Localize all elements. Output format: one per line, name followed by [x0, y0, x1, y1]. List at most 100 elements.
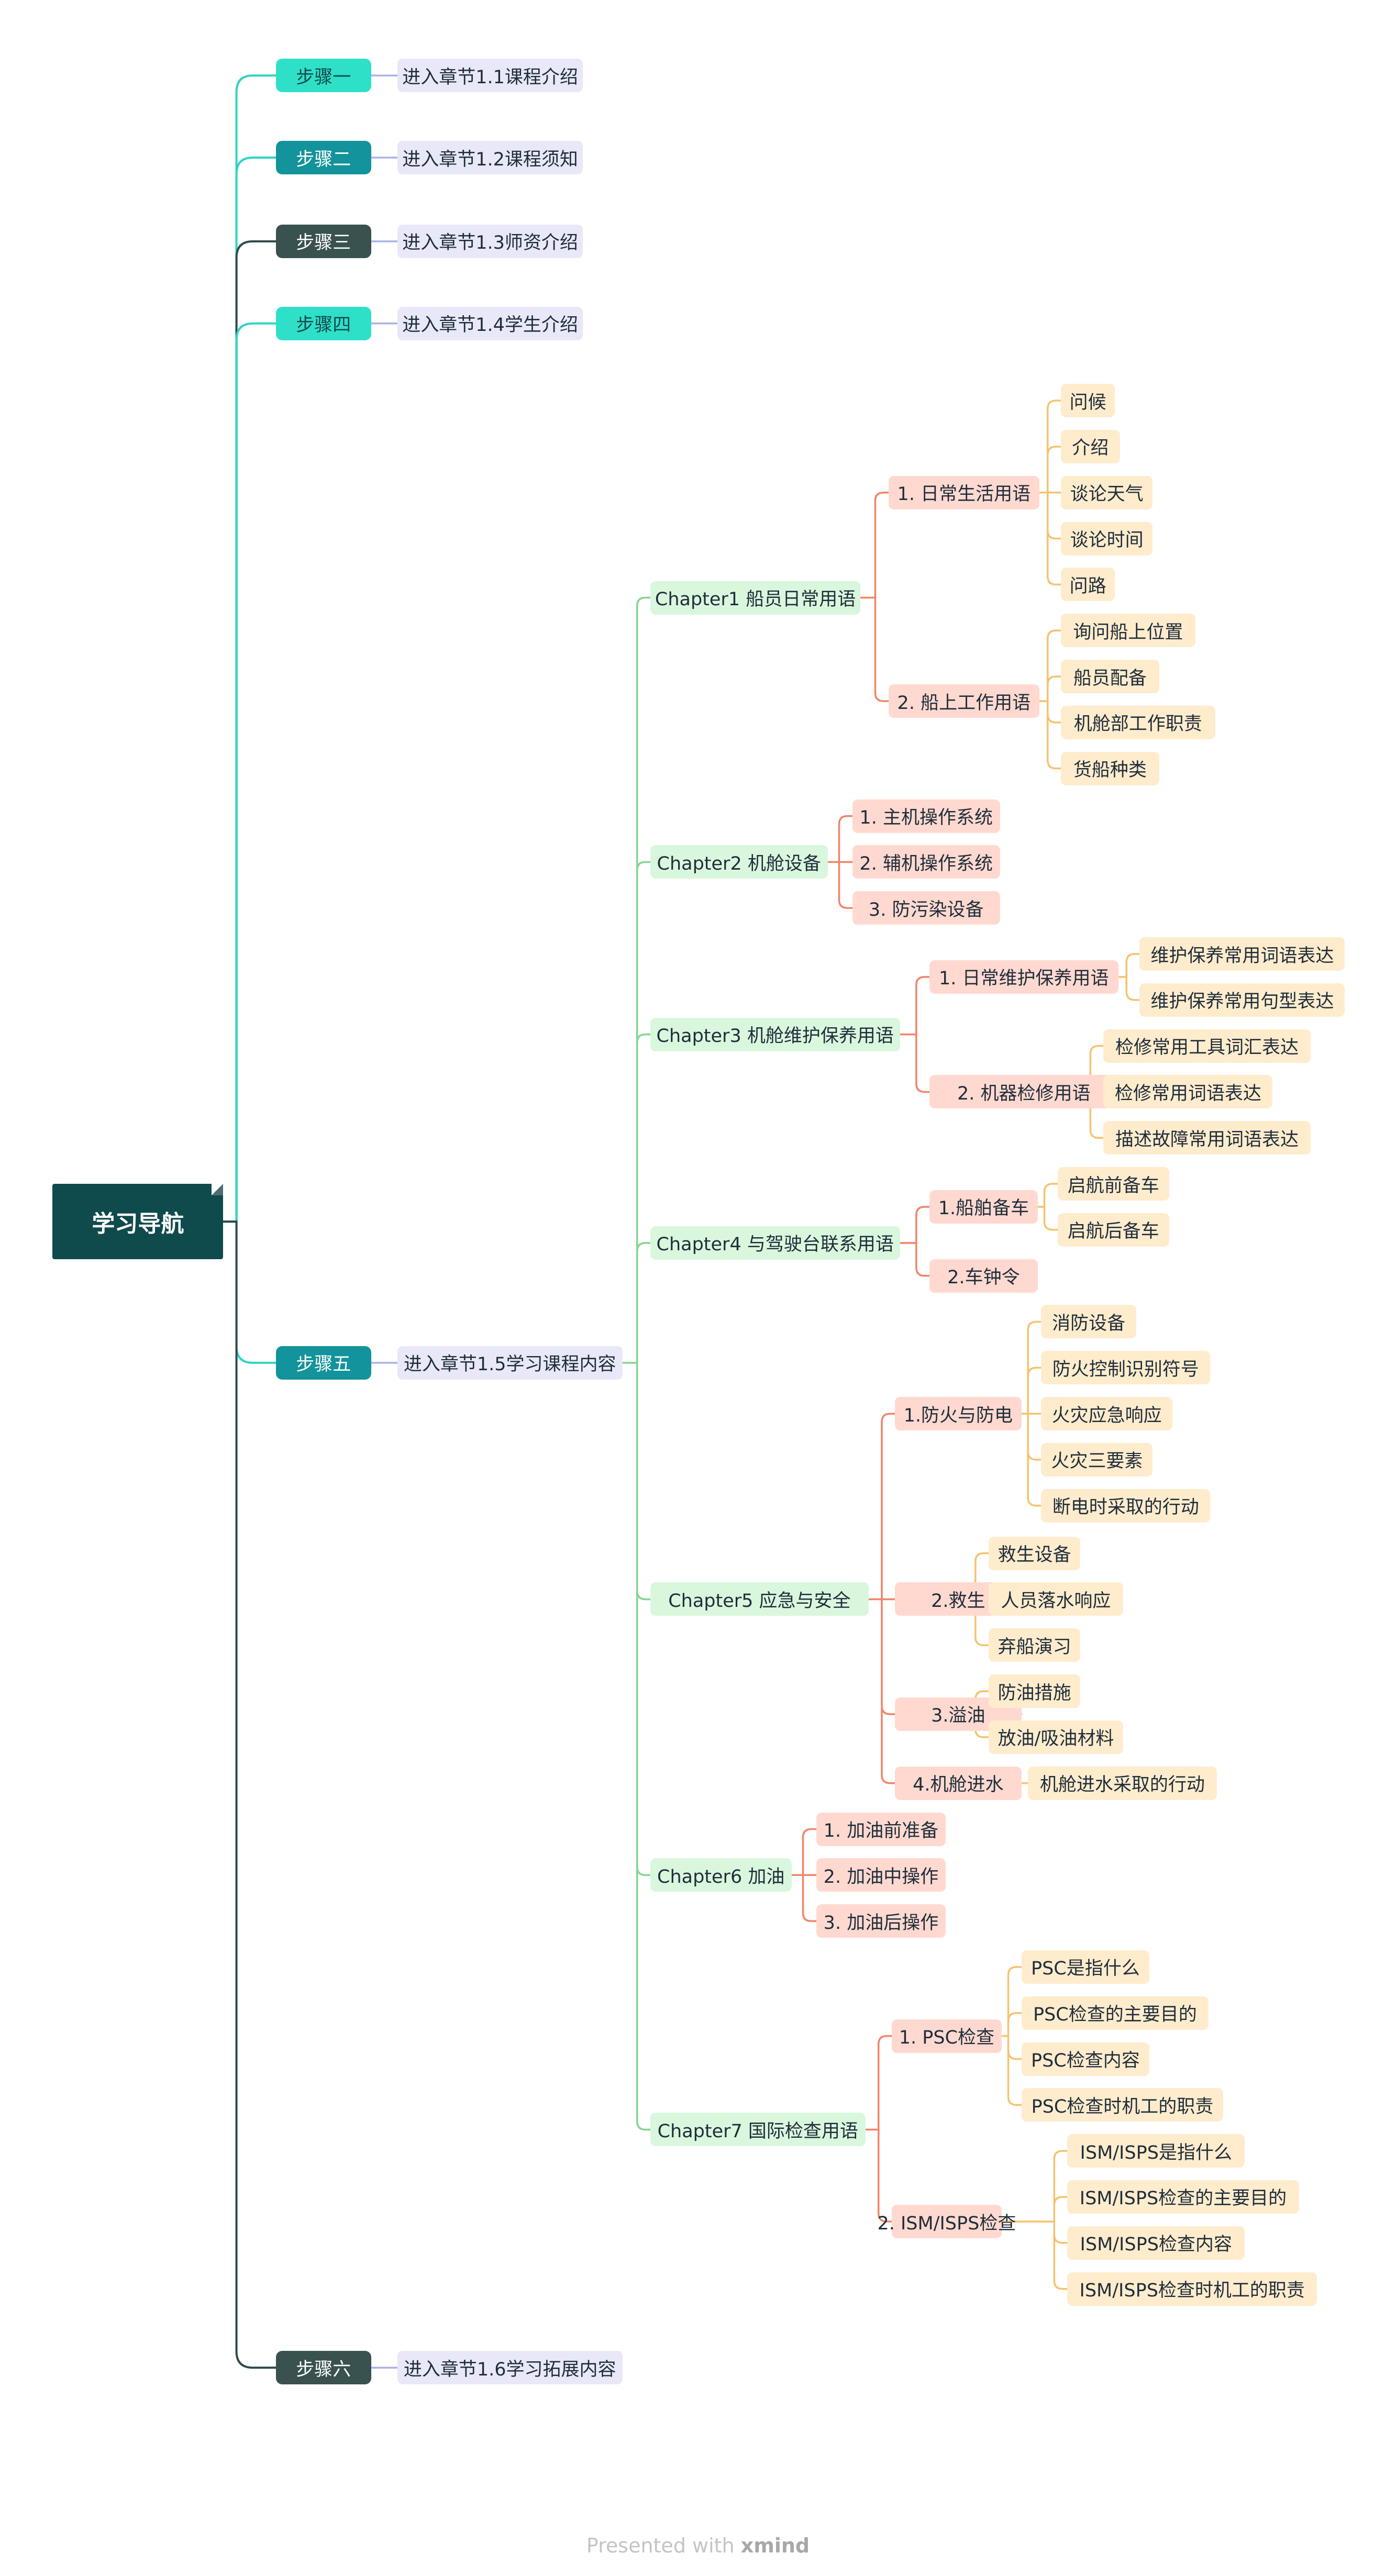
connector-line [838, 815, 854, 826]
topic-node[interactable]: 检修常用词语表达 [1103, 1075, 1273, 1109]
topic-node[interactable]: 维护保养常用句型表达 [1139, 983, 1345, 1017]
section-node[interactable]: 1. 加油前准备 [816, 1812, 946, 1846]
connector-line [1047, 529, 1062, 540]
connector-line [636, 1866, 651, 1877]
connector-line [1007, 1966, 1023, 1977]
topic-node[interactable]: 机舱进水采取的行动 [1028, 1766, 1217, 1800]
connector-line [874, 692, 890, 702]
chapter-node[interactable]: Chapter7 国际检查用语 [650, 2113, 866, 2147]
chapter-node[interactable]: Chapter2 机舱设备 [650, 845, 828, 879]
topic-node[interactable]: 防油措施 [988, 1674, 1081, 1708]
step-detail[interactable]: 进入章节1.1课程介绍 [397, 59, 583, 93]
step-node[interactable]: 步骤五 [275, 1346, 371, 1380]
section-node[interactable]: 1.防火与防电 [895, 1397, 1022, 1431]
topic-node[interactable]: 介绍 [1060, 429, 1120, 463]
topic-node[interactable]: 启航后备车 [1057, 1213, 1169, 1247]
step-node[interactable]: 步骤一 [275, 59, 371, 93]
chapter-node[interactable]: Chapter1 船员日常用语 [650, 581, 861, 615]
step-detail[interactable]: 进入章节1.6学习拓展内容 [397, 2351, 623, 2385]
topic-node[interactable]: 防火控制识别符号 [1041, 1351, 1211, 1385]
topic-node[interactable]: 船员配备 [1060, 660, 1159, 694]
section-node[interactable]: 2. 辅机操作系统 [852, 845, 1000, 879]
topic-node[interactable]: 火灾应急响应 [1041, 1397, 1173, 1431]
footer-brand: xmind [740, 2534, 810, 2557]
topic-node[interactable]: 人员落水响应 [988, 1582, 1123, 1616]
step-node[interactable]: 步骤六 [275, 2351, 371, 2385]
connector-line [1053, 2150, 1069, 2160]
section-node[interactable]: 2. 加油中操作 [816, 1858, 946, 1892]
section-node[interactable]: 3. 加油后操作 [816, 1904, 946, 1938]
connector-line [636, 1242, 651, 1252]
topic-node[interactable]: 断电时采取的行动 [1041, 1489, 1211, 1523]
topic-node[interactable]: PSC检查的主要目的 [1021, 1996, 1209, 2030]
section-node[interactable]: 1. 日常维护保养用语 [929, 960, 1118, 994]
connector-line [915, 1083, 930, 1093]
chapter-node[interactable]: Chapter3 机舱维护保养用语 [650, 1017, 900, 1051]
topic-node[interactable]: ISM/ISPS是指什么 [1067, 2134, 1245, 2168]
topic-node[interactable]: 询问船上位置 [1060, 614, 1195, 648]
section-node[interactable]: 2. 机器检修用语 [929, 1075, 1118, 1109]
topic-node[interactable]: 机舱部工作职责 [1060, 705, 1215, 739]
step-node[interactable]: 步骤三 [275, 224, 371, 258]
topic-node[interactable]: PSC检查时机工的职责 [1021, 2088, 1224, 2122]
step-detail[interactable]: 进入章节1.2课程须知 [397, 141, 583, 175]
section-node[interactable]: 4.机舱进水 [895, 1766, 1022, 1800]
section-node[interactable]: 3. 防污染设备 [852, 891, 1000, 925]
step-node[interactable]: 步骤二 [275, 141, 371, 175]
step-detail[interactable]: 进入章节1.4学生介绍 [397, 306, 583, 340]
section-node[interactable]: 1. 主机操作系统 [852, 799, 1000, 833]
connector-line [874, 492, 890, 502]
footer-prefix: Presented with [586, 2534, 735, 2557]
chapter-node[interactable]: Chapter5 应急与安全 [650, 1582, 869, 1616]
topic-node[interactable]: PSC是指什么 [1021, 1950, 1150, 1984]
connector-line [1047, 713, 1062, 724]
connector-line [222, 74, 277, 1223]
connector-line [915, 1267, 930, 1277]
section-node[interactable]: 2.车钟令 [929, 1259, 1038, 1293]
connector-line [222, 1220, 277, 2369]
section-node[interactable]: 1.船舶备车 [929, 1190, 1038, 1224]
topic-node[interactable]: 谈论天气 [1060, 475, 1153, 509]
topic-node[interactable]: 火灾三要素 [1041, 1442, 1153, 1476]
section-node[interactable]: 2. 船上工作用语 [888, 684, 1040, 718]
step-node[interactable]: 步骤四 [275, 306, 371, 340]
connector-line [222, 240, 277, 1223]
topic-node[interactable]: 问路 [1060, 568, 1115, 602]
topic-node[interactable]: 货船种类 [1060, 751, 1159, 785]
section-node[interactable]: 2. ISM/ISPS检查 [877, 2205, 1016, 2238]
connector-line [974, 1636, 990, 1647]
connector-line [878, 2035, 893, 2046]
chapter-node[interactable]: Chapter6 加油 [650, 1858, 792, 1892]
connector-line [1043, 1183, 1059, 1193]
topic-node[interactable]: 问候 [1060, 384, 1115, 418]
topic-node[interactable]: 启航前备车 [1057, 1167, 1169, 1201]
step-detail[interactable]: 进入章节1.5学习课程内容 [397, 1346, 623, 1380]
topic-node[interactable]: PSC检查内容 [1021, 2042, 1150, 2076]
connector-line [1125, 991, 1141, 1001]
section-node[interactable]: 1. PSC检查 [891, 2019, 1002, 2053]
topic-node[interactable]: ISM/ISPS检查的主要目的 [1067, 2180, 1299, 2214]
topic-node[interactable]: 放油/吸油材料 [988, 1720, 1123, 1754]
connector-line [222, 322, 277, 1223]
topic-node[interactable]: 检修常用工具词汇表达 [1103, 1029, 1311, 1063]
topic-node[interactable]: ISM/ISPS检查时机工的职责 [1067, 2272, 1317, 2306]
topic-node[interactable]: ISM/ISPS检查内容 [1067, 2226, 1245, 2260]
topic-node[interactable]: 消防设备 [1041, 1305, 1137, 1339]
topic-node[interactable]: 描述故障常用词语表达 [1103, 1121, 1311, 1155]
connector-line [636, 861, 651, 871]
topic-node[interactable]: 谈论时间 [1060, 521, 1153, 556]
connector-line [1047, 399, 1062, 410]
root-node[interactable]: 学习导航 [52, 1184, 224, 1260]
topic-node[interactable]: 救生设备 [988, 1536, 1081, 1570]
section-node[interactable]: 1. 日常生活用语 [888, 475, 1040, 509]
connector-line [1047, 759, 1062, 770]
connector-line [974, 1552, 990, 1563]
chapter-node[interactable]: Chapter4 与驾驶台联系用语 [650, 1226, 900, 1260]
connector-line [881, 1774, 896, 1784]
connector-line [1027, 1450, 1042, 1461]
topic-node[interactable]: 弃船演习 [988, 1628, 1081, 1662]
connector-line [1047, 629, 1062, 640]
topic-node[interactable]: 维护保养常用词语表达 [1139, 937, 1345, 971]
step-detail[interactable]: 进入章节1.3师资介绍 [397, 224, 583, 258]
